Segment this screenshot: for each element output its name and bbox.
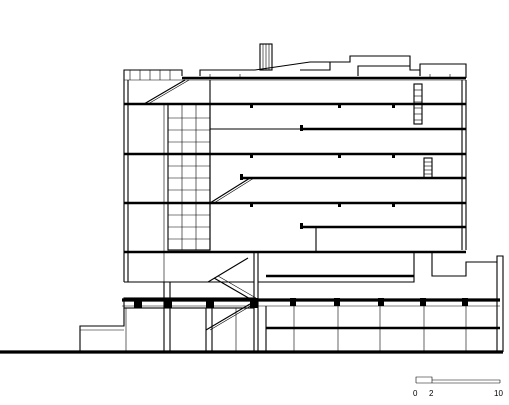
podium <box>79 227 504 352</box>
stairs <box>413 83 433 179</box>
scale-label-10: 10 <box>494 389 503 398</box>
ramps <box>143 79 300 331</box>
facade-grid <box>163 103 211 282</box>
scale-label-2: 2 <box>429 389 434 398</box>
rooftop <box>123 43 467 81</box>
scale-bar: 0 2 10 <box>413 376 503 398</box>
scale-label-0: 0 <box>413 389 418 398</box>
